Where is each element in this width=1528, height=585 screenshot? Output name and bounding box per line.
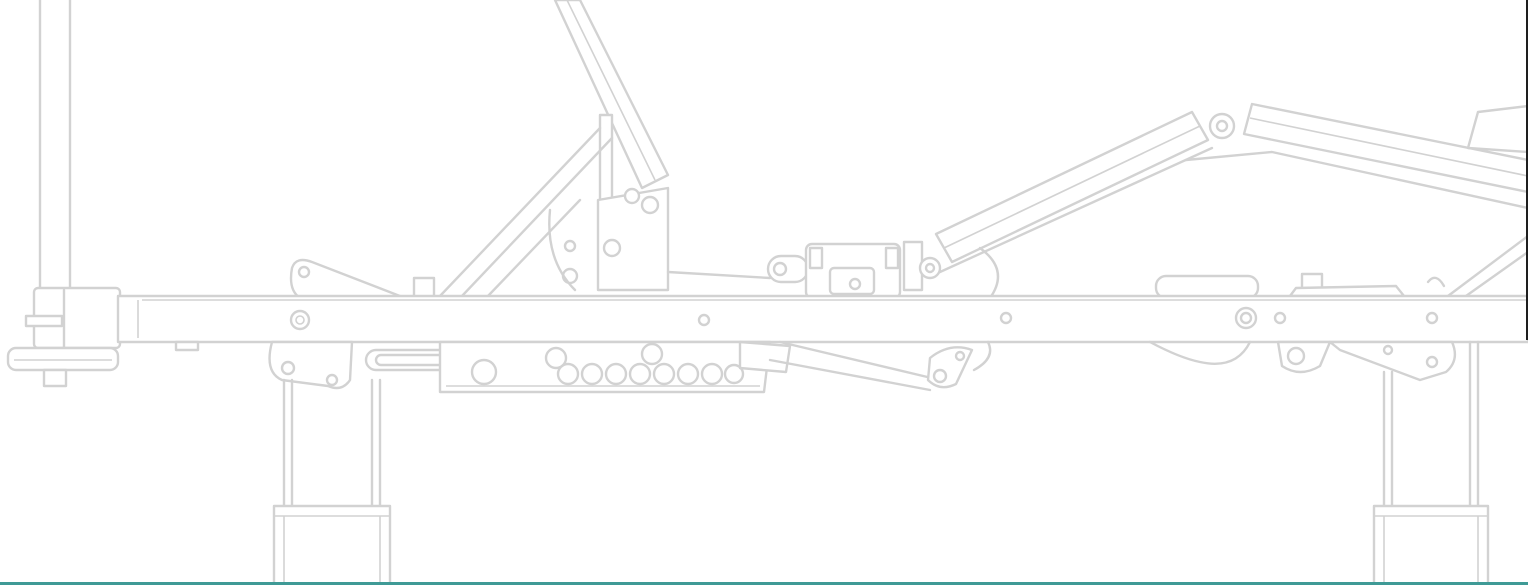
left-bracket — [289, 258, 436, 300]
center-lower-link — [768, 340, 992, 392]
left-leg — [272, 378, 392, 585]
lower-right-mechanism — [1148, 340, 1457, 382]
legrest-arm — [934, 102, 1528, 300]
drive-tray — [438, 340, 792, 394]
gear-row — [556, 362, 745, 386]
left-post — [6, 0, 122, 388]
right-edge-line — [1526, 0, 1528, 340]
backrest-arm — [438, 0, 670, 298]
right-leg — [1372, 340, 1490, 585]
right-fittings — [1154, 272, 1406, 300]
main-rail — [116, 294, 1528, 352]
lower-left-mechanism — [268, 340, 464, 390]
bottom-accent-rule — [0, 582, 1528, 585]
